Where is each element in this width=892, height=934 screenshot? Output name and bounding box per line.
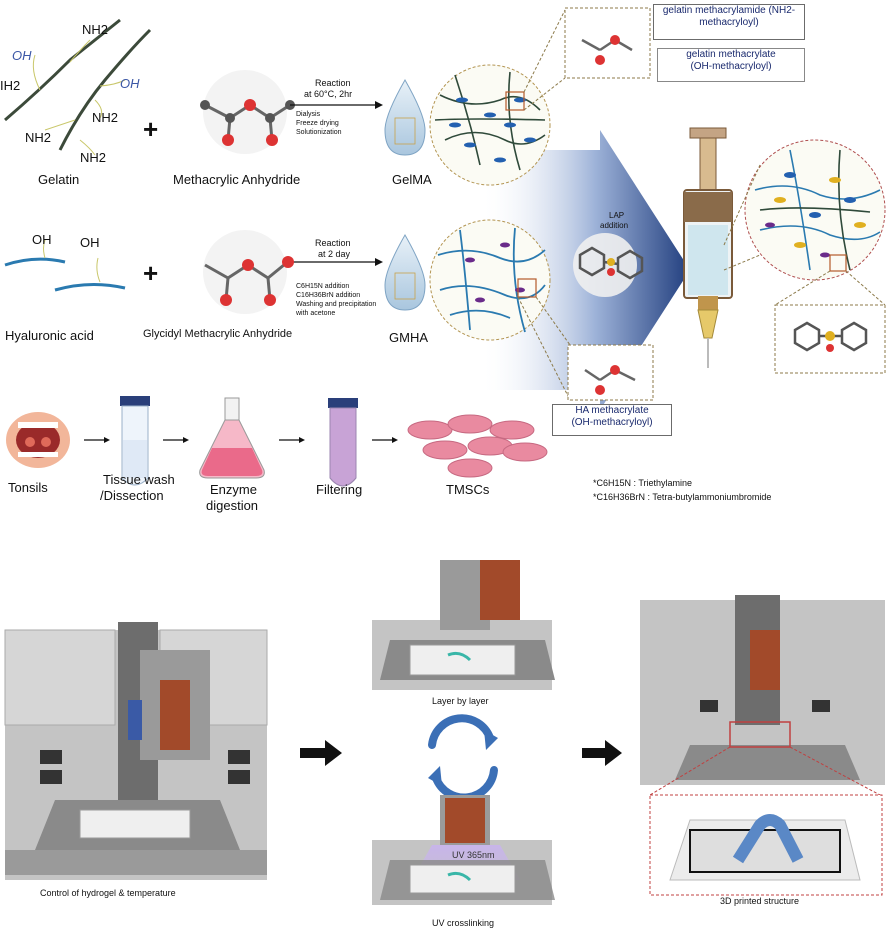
uv-wavelength-label: UV 365nm (452, 850, 495, 860)
methacrylic-anhydride-molecule (200, 70, 295, 154)
box-gelatin-methacrylate: gelatin methacrylate (OH-methacryloyl) (657, 48, 805, 82)
step-tissue-wash: Tissue wash (103, 472, 175, 487)
gelatin-group-ih2: IH2 (0, 78, 21, 93)
gelma-molecule-box (564, 7, 651, 79)
lap-label-1: LAP (609, 211, 625, 220)
gelatin-group-nh2-2: NH2 (25, 130, 52, 145)
footnote-2: *C16H36BrN : Tetra-butylammoniumbromide (593, 492, 772, 502)
hyaluronic-group-oh-2: OH (80, 235, 100, 250)
step-dissection: /Dissection (100, 488, 164, 503)
box-ha-methacrylate: HA methacrylate (OH-methacryloyl) (552, 404, 672, 436)
box-ha-methacrylate-line2: (OH-methacryloyl) (571, 417, 653, 428)
svg-text:+: + (143, 258, 158, 288)
reaction1-title: Reaction (315, 78, 351, 88)
gmha-label: GMHA (389, 330, 428, 345)
gelatin-group-nh2-1: NH2 (82, 22, 109, 37)
printed-structure-shape (732, 814, 804, 864)
gelatin-chains (4, 18, 152, 151)
reaction1-step-1: Dialysis (296, 111, 321, 118)
hyaluronic-group-oh-1: OH (32, 232, 52, 247)
tube-icon (120, 396, 150, 486)
step-filtering: Filtering (316, 482, 363, 497)
filter-tube-icon (328, 398, 358, 487)
box-gelatin-methacrylate-line2: (OH-methacryloyl) (690, 61, 772, 72)
footnote-1: *C6H15N : Triethylamine (593, 478, 693, 488)
caption-printed: 3D printed structure (720, 896, 800, 906)
gelatin-group-nh2-4: NH2 (80, 150, 107, 165)
printer-uv (372, 795, 555, 905)
box-gelatin-methacrylate-line1: gelatin methacrylate (686, 49, 776, 60)
step-digestion: digestion (206, 498, 259, 513)
reaction1-step-3: Solutionization (296, 129, 342, 136)
caption-control: Control of hydrogel & temperature (40, 888, 176, 898)
box-gelatin-methacrylamide: gelatin methacrylamide (NH2- methacryloy… (653, 4, 805, 40)
step-tmscs: TMSCs (446, 482, 490, 497)
hyaluronic-label: Hyaluronic acid (5, 328, 94, 343)
step-tonsils: Tonsils (8, 480, 48, 495)
reaction2-condition: at 2 day (318, 249, 351, 259)
reaction2-title: Reaction (315, 238, 351, 248)
dishes-icon (407, 414, 548, 478)
glycidyl-label: Glycidyl Methacrylic Anhydride (143, 328, 293, 340)
reaction2-step-1: C6H15N addition (296, 283, 350, 290)
gelatin-label: Gelatin (38, 172, 80, 187)
lap-molecule (573, 233, 644, 297)
gelatin-group-oh-1: OH (12, 48, 32, 63)
glycidyl-molecule (203, 230, 294, 314)
arrow-right-2 (582, 740, 622, 766)
gelma-label: GelMA (392, 172, 432, 187)
gmha-network (429, 219, 551, 341)
gelatin-group-nh2-3: NH2 (92, 110, 119, 125)
hydrogel-network-zoom (744, 139, 886, 281)
svg-text:+: + (143, 114, 158, 144)
cycle-icon (428, 714, 498, 802)
reaction2-step-2: C16H36BrN addition (296, 292, 361, 299)
printer-layer (372, 560, 555, 690)
arrow-right-1 (300, 740, 342, 766)
reaction1-step-2: Freeze drying (296, 120, 339, 127)
reaction2-step-4: with acetone (296, 310, 336, 317)
step-enzyme: Enzyme (210, 482, 257, 497)
caption-uv: UV crosslinking (432, 918, 495, 928)
gelatin-group-oh-2: OH (120, 76, 140, 91)
flask-icon (199, 397, 265, 479)
reaction2-step-3: Washing and precipitation (296, 301, 377, 308)
reaction1-condition: at 60°C, 2hr (304, 89, 353, 99)
printer-left (4, 622, 268, 880)
syringe (683, 127, 733, 368)
methacrylic-anhydride-label: Methacrylic Anhydride (173, 172, 301, 187)
gelma-network (429, 64, 551, 186)
caption-layer: Layer by layer (432, 696, 489, 706)
tonsils-icon (6, 412, 70, 468)
box-gelatin-methacrylamide-line2: methacryloyl) (699, 17, 759, 28)
printer-right (640, 595, 885, 785)
box-gelatin-methacrylamide-line1: gelatin methacrylamide (NH2- (662, 5, 796, 16)
lap-label-2: addition (600, 221, 629, 230)
box-ha-methacrylate-line1: HA methacrylate (575, 405, 649, 416)
